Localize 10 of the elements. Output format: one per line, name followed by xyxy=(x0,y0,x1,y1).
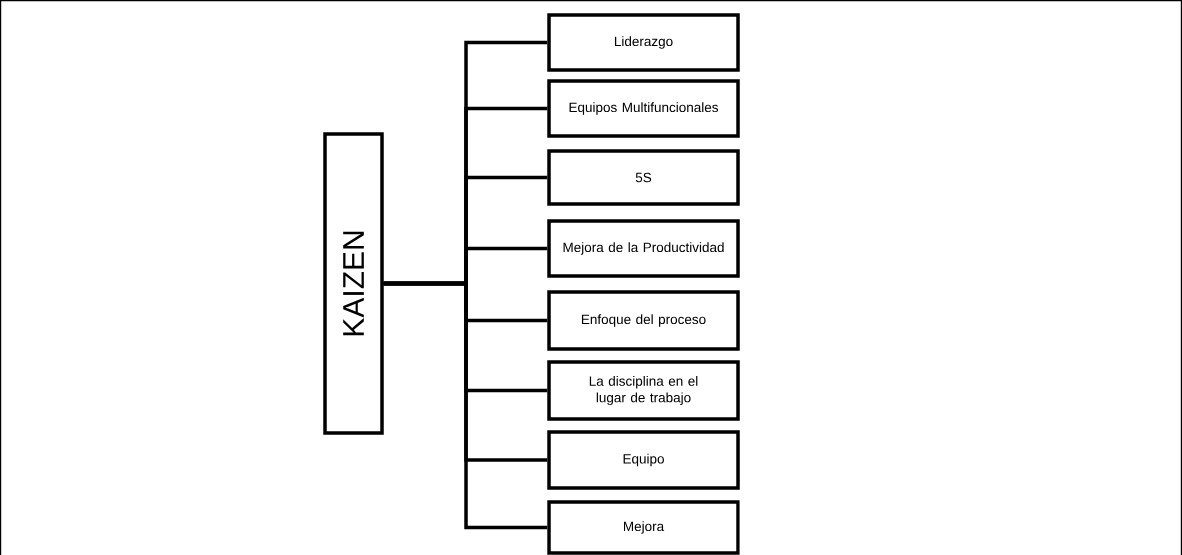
concept-box: Mejora xyxy=(547,500,740,555)
concept-box: Liderazgo xyxy=(547,13,740,72)
concept-box: Enfoque del proceso xyxy=(547,290,740,351)
concept-box: Equipos Multifuncionales xyxy=(547,79,740,138)
connector-line xyxy=(383,281,548,530)
concept-box: Equipo xyxy=(547,430,740,490)
concept-box: La disciplina en el lugar de trabajo xyxy=(547,360,740,421)
concept-box: 5S xyxy=(547,149,740,206)
concept-box: Mejora de la Productividad xyxy=(547,219,740,278)
title-box: KAIZEN xyxy=(323,132,384,435)
